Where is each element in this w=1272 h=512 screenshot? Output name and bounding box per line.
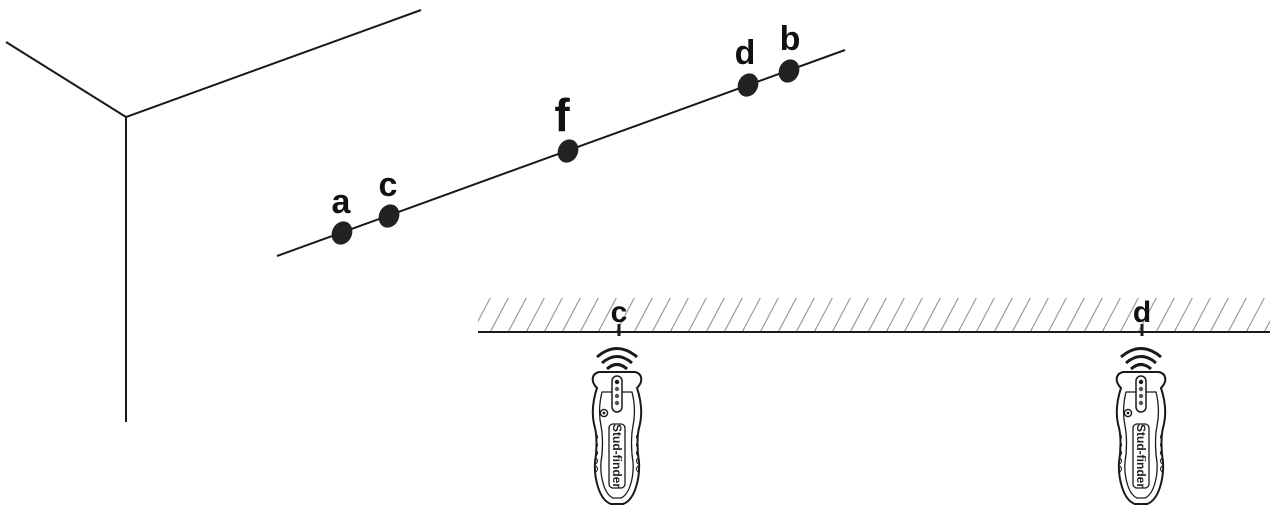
wall-marker-d-label: d — [1133, 296, 1151, 329]
point-b-label: b — [780, 20, 801, 58]
wall-hatching — [478, 298, 1270, 332]
point-c-dot — [378, 204, 400, 228]
stud-finder-c: Stud-finder — [591, 347, 643, 505]
point-f-label: f — [554, 89, 570, 141]
device-brand-label: Stud-finder — [1134, 424, 1148, 488]
wall-marker-c-label: c — [611, 296, 628, 329]
point-a-dot — [331, 221, 353, 245]
point-d-label: d — [735, 34, 756, 72]
stud-finder-d: Stud-finder — [1115, 347, 1167, 505]
point-d-dot — [737, 73, 759, 97]
device-brand-label: Stud-finder — [610, 424, 624, 488]
wall-section: c d — [478, 296, 1270, 336]
point-a-label: a — [332, 183, 352, 221]
point-c-label: c — [379, 166, 398, 204]
left-wall-edge — [5, 41, 127, 118]
right-wall-edge — [125, 9, 422, 118]
point-f-dot — [557, 139, 579, 163]
measurement-line-group: a c f d b — [276, 20, 846, 257]
room-corner — [5, 9, 422, 422]
point-b-dot — [778, 59, 800, 83]
